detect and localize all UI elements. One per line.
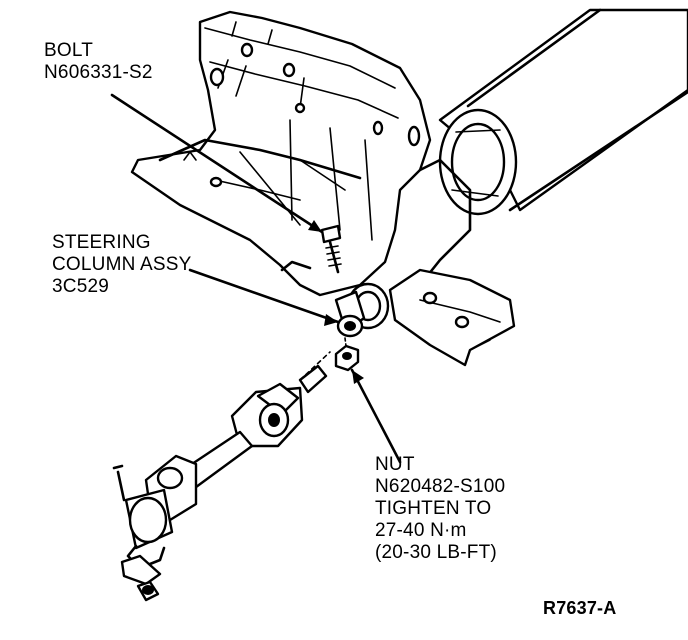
intermediate-shaft bbox=[112, 351, 331, 602]
bolt bbox=[320, 224, 342, 274]
figure-reference: R7637-A bbox=[543, 598, 617, 618]
nut bbox=[334, 337, 360, 372]
nut-label: NUT N620482-S100 TIGHTEN TO 27-40 N·m (2… bbox=[375, 454, 505, 564]
nut-label-line1: NUT bbox=[375, 454, 415, 475]
steering-column-label: STEERING COLUMN ASSY 3C529 bbox=[52, 232, 191, 298]
column-leader-line bbox=[188, 268, 340, 324]
bolt-label-line1: BOLT bbox=[44, 40, 94, 61]
bolt-label: BOLT N606331-S2 bbox=[44, 40, 153, 84]
lower-plate bbox=[388, 268, 516, 367]
nut-leader-line bbox=[350, 368, 402, 464]
mounting-bracket bbox=[130, 10, 432, 297]
bolt-leader-line bbox=[110, 93, 324, 234]
nut-label-line4: 27-40 N·m bbox=[375, 520, 467, 541]
nut-label-line2: N620482-S100 bbox=[375, 476, 506, 497]
column-tube bbox=[418, 8, 688, 287]
column-coupling bbox=[334, 282, 390, 338]
column-label-line1: STEERING bbox=[52, 232, 151, 253]
bolt-label-line2: N606331-S2 bbox=[44, 62, 153, 83]
nut-label-line3: TIGHTEN TO bbox=[375, 498, 492, 519]
column-label-line2: COLUMN ASSY bbox=[52, 254, 192, 275]
column-label-line3: 3C529 bbox=[52, 276, 109, 297]
leader-lines bbox=[110, 93, 402, 464]
nut-label-line5: (20-30 LB-FT) bbox=[375, 542, 497, 563]
